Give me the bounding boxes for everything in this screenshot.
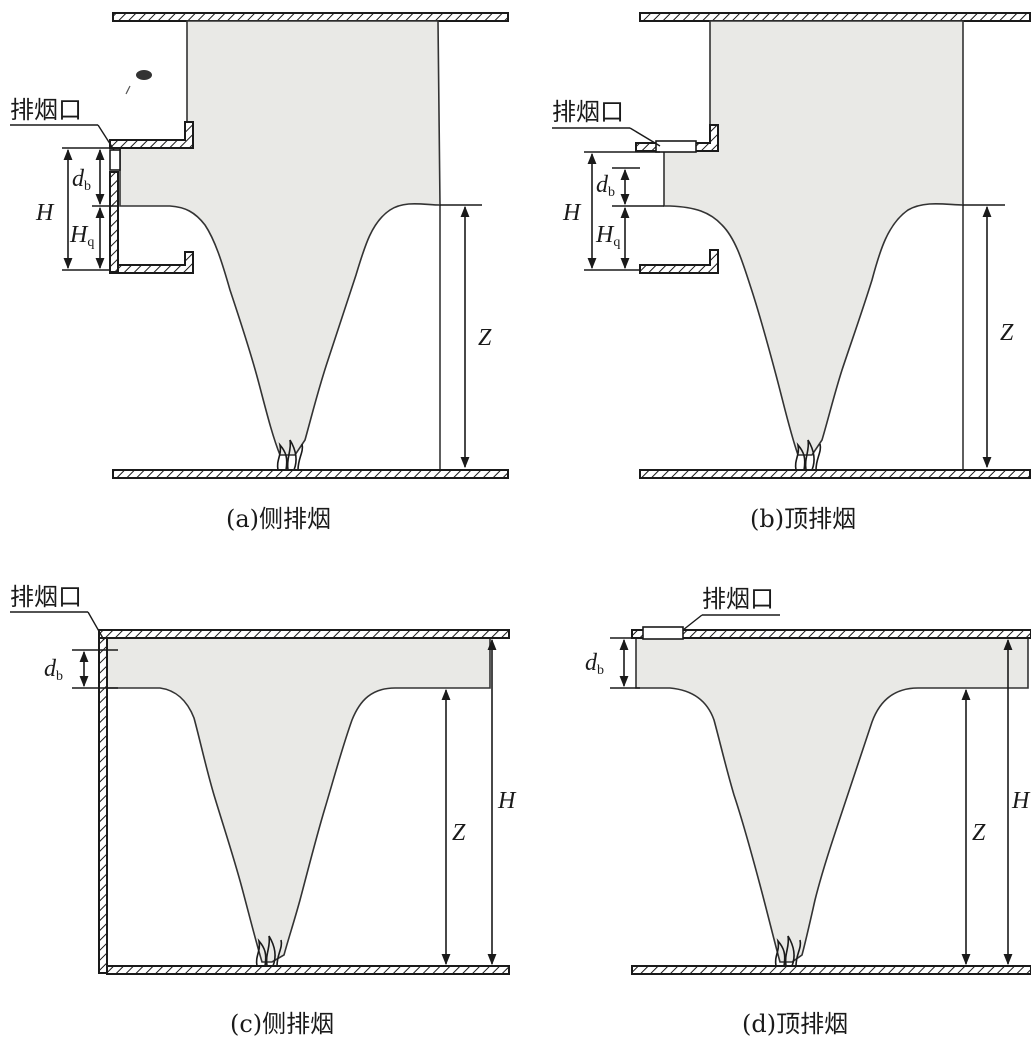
ceiling-slab bbox=[112, 12, 509, 22]
label-Z: Z bbox=[1000, 320, 1014, 346]
caption-b: (b)顶排烟 bbox=[750, 505, 856, 533]
smoke-plume bbox=[119, 20, 441, 456]
label-db: d bbox=[585, 650, 598, 676]
outlet-lower-lip bbox=[109, 251, 194, 274]
smoke-plume bbox=[106, 637, 491, 963]
panel-b: 排烟口 H db Hq Z (b)顶排烟 bbox=[552, 12, 1031, 533]
label-Hq: H bbox=[595, 222, 615, 248]
panel-d: 排烟口 db Z H (d)顶排烟 bbox=[585, 585, 1031, 1038]
svg-text:Hq: Hq bbox=[69, 222, 94, 250]
outlet-upper-lip bbox=[109, 121, 194, 149]
label-db: d bbox=[72, 166, 85, 192]
svg-text:db: db bbox=[596, 172, 615, 200]
smoke-outlet bbox=[655, 140, 697, 153]
smoke-plume bbox=[635, 637, 1029, 963]
label-Z: Z bbox=[452, 820, 466, 846]
outlet-lower-lip bbox=[639, 249, 719, 274]
label-Z: Z bbox=[972, 820, 986, 846]
fire-flames bbox=[794, 439, 822, 471]
panel-a: 排烟口 H db Hq Z (a)侧排烟 bbox=[10, 12, 509, 533]
floor-slab bbox=[106, 965, 510, 975]
fire-flames bbox=[255, 935, 283, 967]
label-Hq: H bbox=[69, 222, 89, 248]
floor-slab bbox=[631, 965, 1031, 975]
caption-a: (a)侧排烟 bbox=[226, 505, 331, 533]
ceiling-slab bbox=[631, 629, 1031, 639]
svg-text:db: db bbox=[44, 656, 63, 684]
label-db: d bbox=[44, 656, 57, 682]
smoke-outlet bbox=[642, 626, 684, 640]
outlet-label: 排烟口 bbox=[10, 96, 82, 124]
ink-smudge bbox=[125, 70, 152, 95]
outlet-label: 排烟口 bbox=[552, 98, 624, 126]
label-Z: Z bbox=[478, 325, 492, 351]
label-H: H bbox=[35, 200, 55, 226]
floor-slab bbox=[639, 469, 1031, 479]
caption-c: (c)侧排烟 bbox=[230, 1010, 334, 1038]
ceiling-slab bbox=[639, 12, 1031, 22]
smoke-plume bbox=[663, 20, 964, 456]
label-H: H bbox=[1011, 788, 1031, 814]
fire-flames bbox=[276, 439, 304, 471]
floor-slab bbox=[112, 469, 509, 479]
svg-text:db: db bbox=[72, 166, 91, 194]
svg-text:H: H bbox=[35, 200, 55, 226]
svg-text:Hq: Hq bbox=[595, 222, 620, 250]
outlet-label: 排烟口 bbox=[702, 585, 774, 613]
label-db: d bbox=[596, 172, 609, 198]
fire-flames bbox=[774, 935, 802, 967]
outlet-label: 排烟口 bbox=[10, 583, 82, 611]
side-wall-segment bbox=[109, 171, 119, 273]
ceiling-slab bbox=[98, 629, 510, 639]
svg-text:H: H bbox=[562, 200, 582, 226]
caption-d: (d)顶排烟 bbox=[742, 1010, 848, 1038]
label-H: H bbox=[562, 200, 582, 226]
svg-text:db: db bbox=[585, 650, 604, 678]
panel-c: 排烟口 db Z H (c)侧排烟 bbox=[10, 583, 517, 1038]
label-H: H bbox=[497, 788, 517, 814]
smoke-outlet bbox=[109, 149, 121, 171]
